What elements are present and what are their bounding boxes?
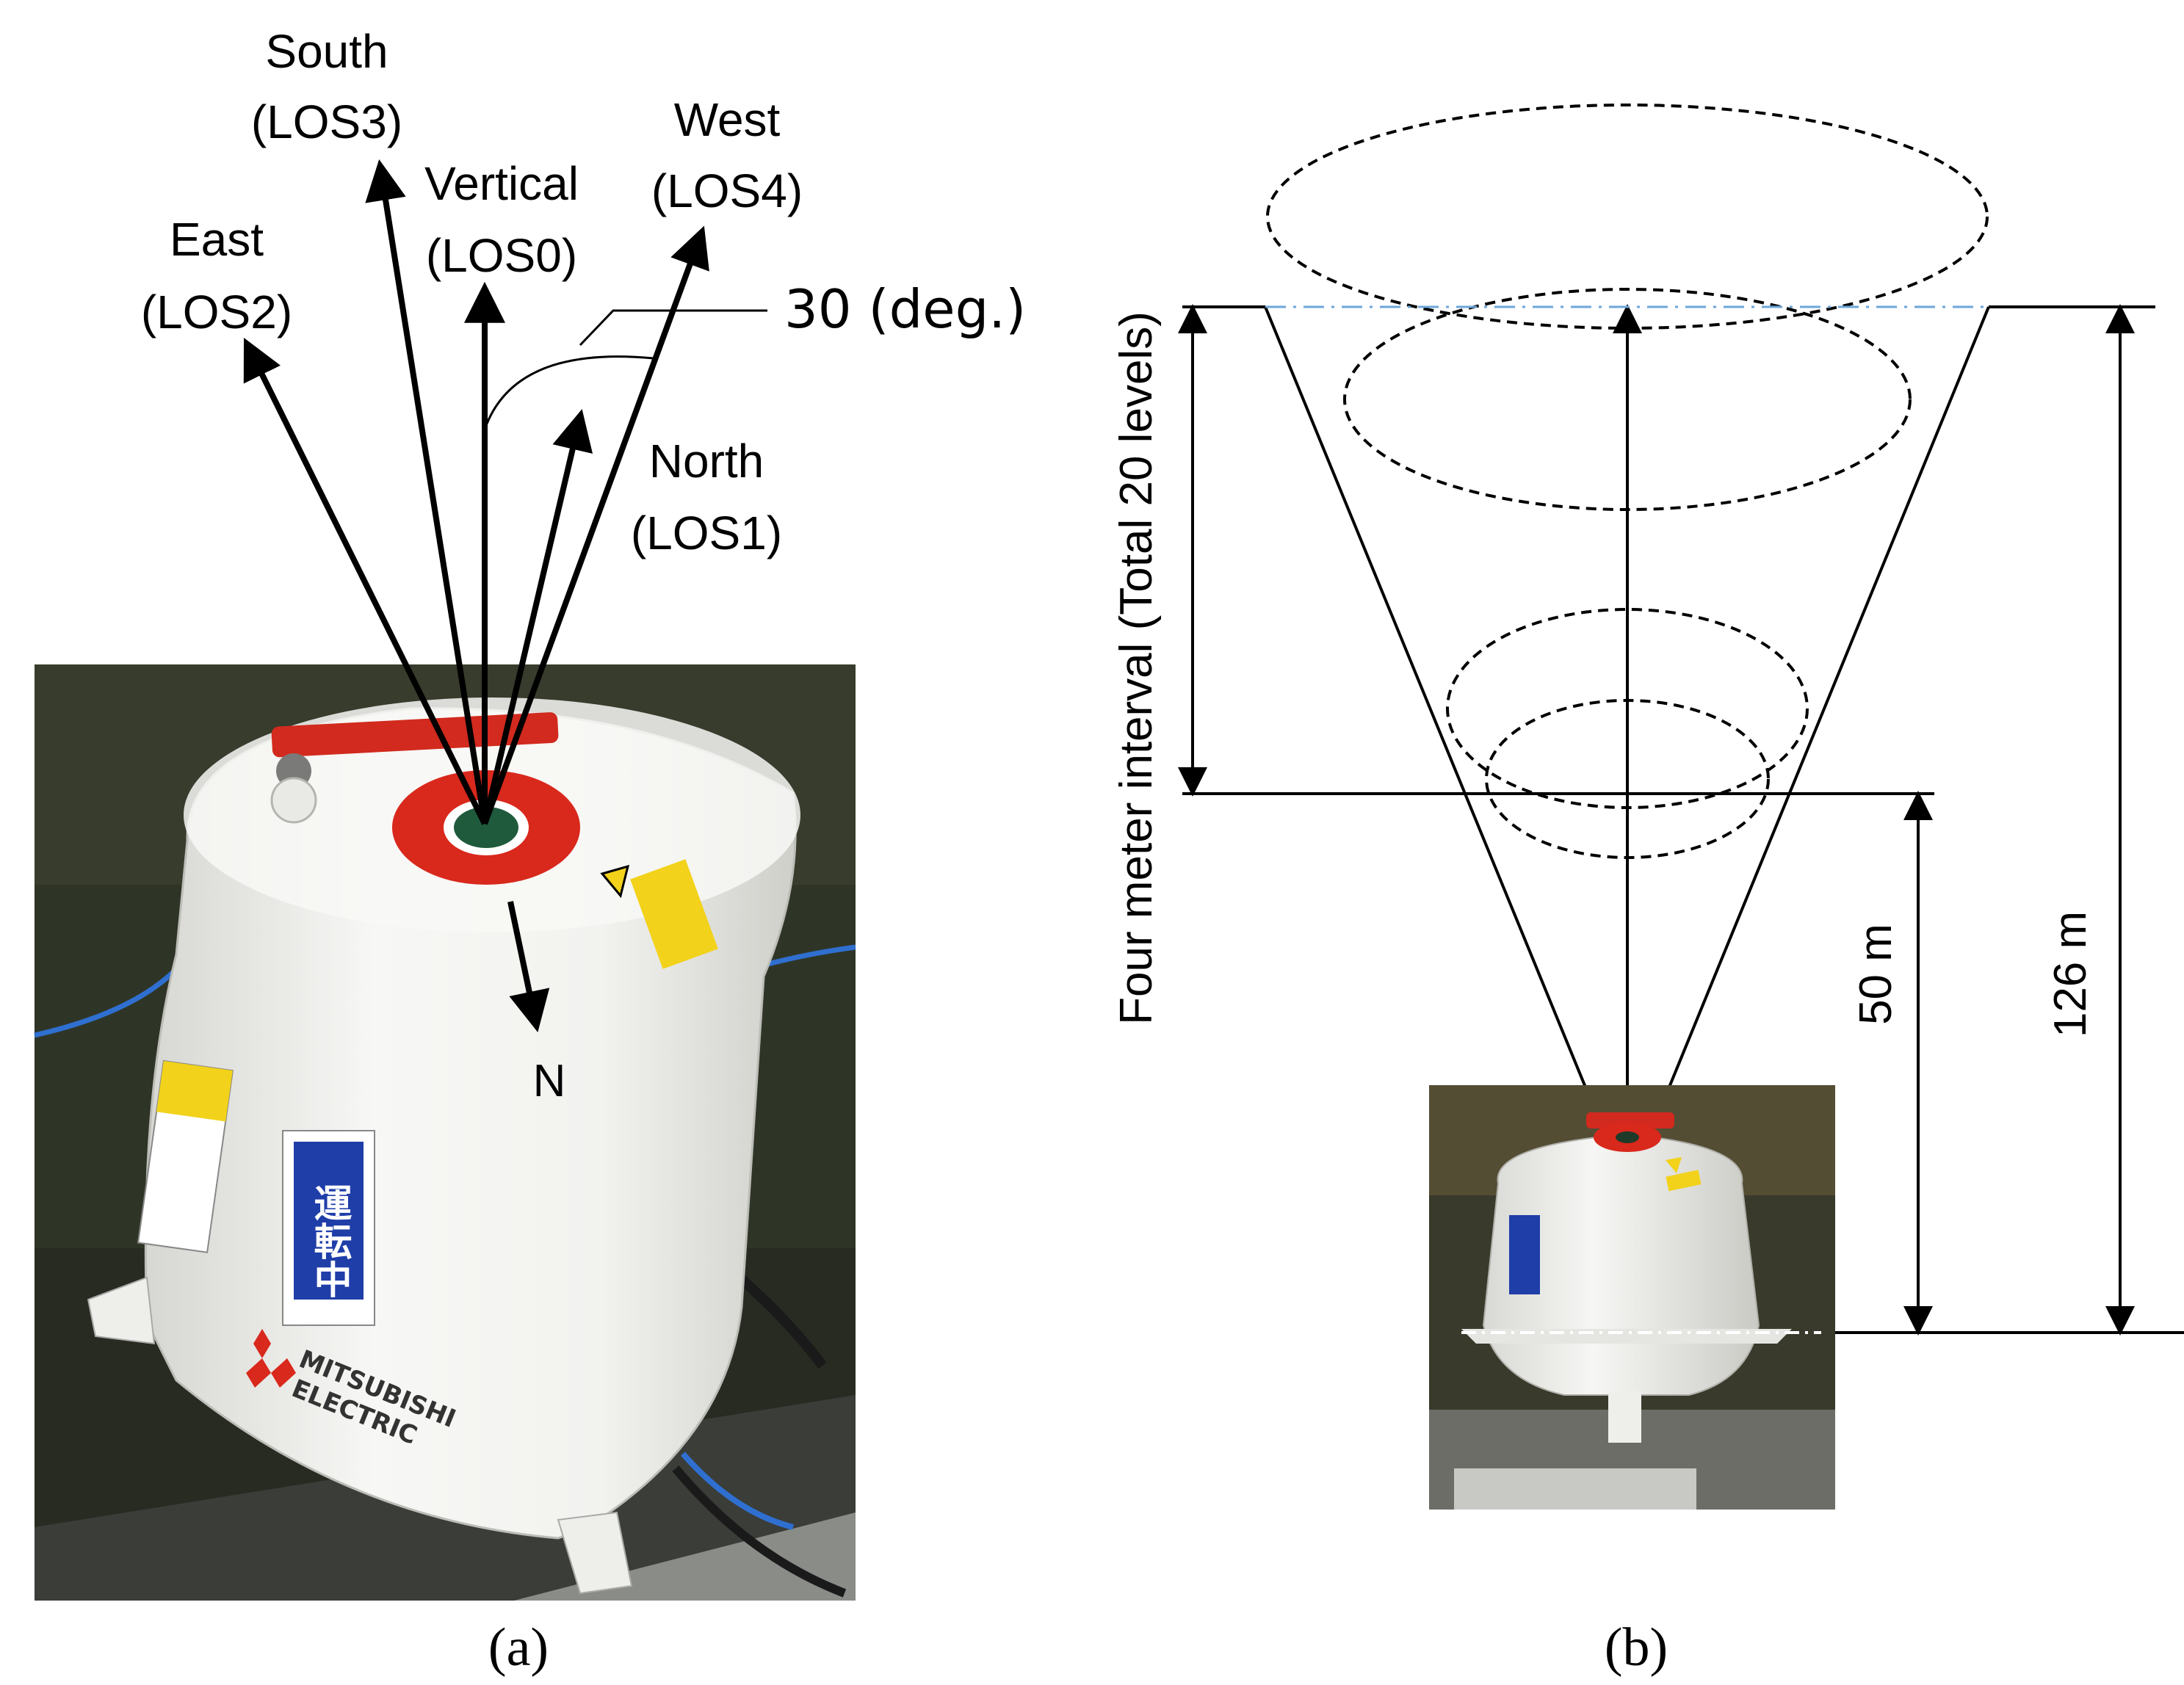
angle-label: 30 (deg.) (784, 278, 1026, 340)
beam-label-south-los: (LOS3) (251, 95, 402, 148)
caption-b: (b) (1605, 1617, 1668, 1678)
mitsubishi-logo (246, 1329, 296, 1388)
angle-leader-line (579, 309, 767, 347)
beam-labels: East (LOS2) South (LOS3) Vertical (LOS0)… (141, 25, 1026, 559)
beam-east-arrow (243, 337, 488, 825)
beam-label-west-los: (LOS4) (651, 164, 803, 217)
panel-b: Four meter interval (Total 20 levels) 50… (1111, 104, 2184, 1678)
caption-a: (a) (488, 1617, 549, 1678)
beam-label-south-name: South (265, 25, 388, 78)
beam-label-vertical-los: (LOS0) (426, 229, 577, 282)
cone-left-edge (1264, 306, 1602, 1126)
north-marker-label: N (533, 1056, 566, 1106)
beam-label-vertical-name: Vertical (424, 157, 579, 210)
beam-label-north-name: North (649, 435, 764, 488)
beam-label-north-los: (LOS1) (631, 507, 782, 559)
beam-west-arrow (482, 225, 709, 825)
scan-ellipse-top (1266, 104, 1989, 330)
beam-arrows (243, 159, 709, 825)
interval-label: Four meter interval (Total 20 levels) (1111, 311, 1162, 1025)
angle-arc (483, 355, 654, 430)
sticker-text: 運転中 (307, 1184, 351, 1298)
upper-height-label: 126 m (2045, 911, 2096, 1037)
beam-label-east-name: East (170, 213, 264, 266)
beam-label-east-los: (LOS2) (141, 286, 292, 338)
beam-label-west-name: West (674, 93, 781, 146)
lidar-photo-a: 運転中 MITSUBISHI ELECTRIC (34, 664, 856, 1601)
north-marker-arrow (507, 901, 550, 1032)
beam-south-arrow (365, 159, 488, 825)
beam-north-arrow (482, 409, 593, 825)
cone-right-edge (1652, 306, 1990, 1126)
lower-height-label: 50 m (1851, 924, 1901, 1025)
lidar-photo-b (1429, 1085, 1835, 1510)
panel-a: 運転中 MITSUBISHI ELECTRIC N (34, 25, 1026, 1678)
